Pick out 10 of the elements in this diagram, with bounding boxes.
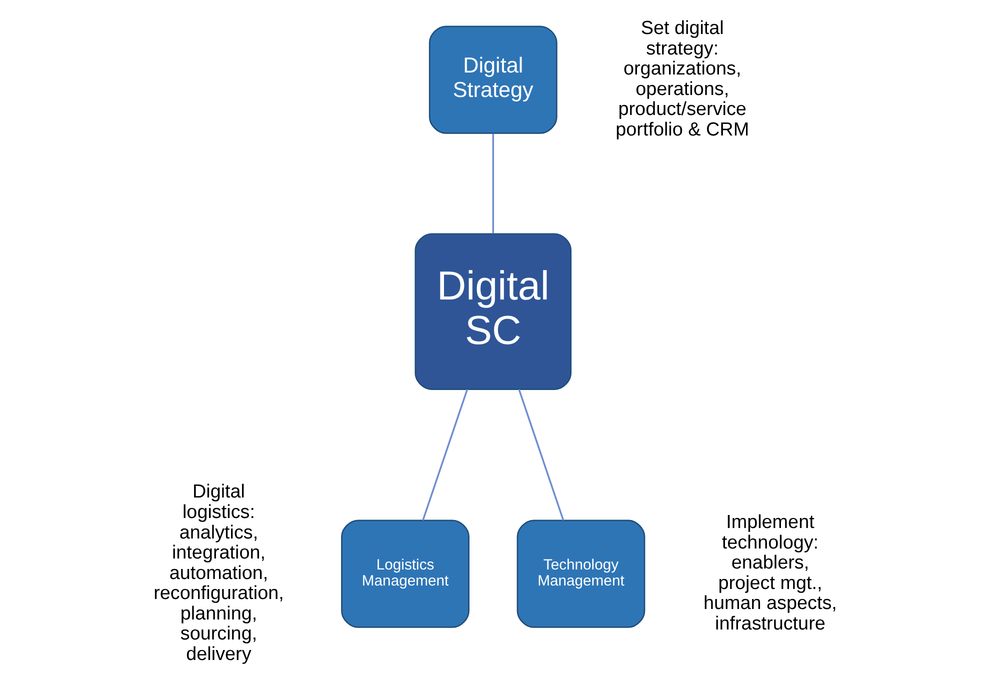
connector bbox=[422, 389, 468, 521]
node-box: Logistics Management bbox=[340, 520, 469, 628]
node-label: Implement technology: enablers, project mgt., human aspects, infrastructure bbox=[702, 512, 836, 634]
node-label: Set digital strategy: organizations, operations, product/service portfolio & CRM bbox=[615, 18, 749, 140]
node-label: Digital logistics: analytics, integration, automation, reconfiguration, planning, sourcing, delivery bbox=[153, 482, 284, 665]
node-box: Digital Strategy bbox=[428, 26, 557, 134]
connector bbox=[518, 389, 564, 521]
node-box: Technology Management bbox=[516, 520, 645, 628]
connector bbox=[492, 134, 494, 234]
node-box: Digital SC bbox=[414, 233, 572, 390]
